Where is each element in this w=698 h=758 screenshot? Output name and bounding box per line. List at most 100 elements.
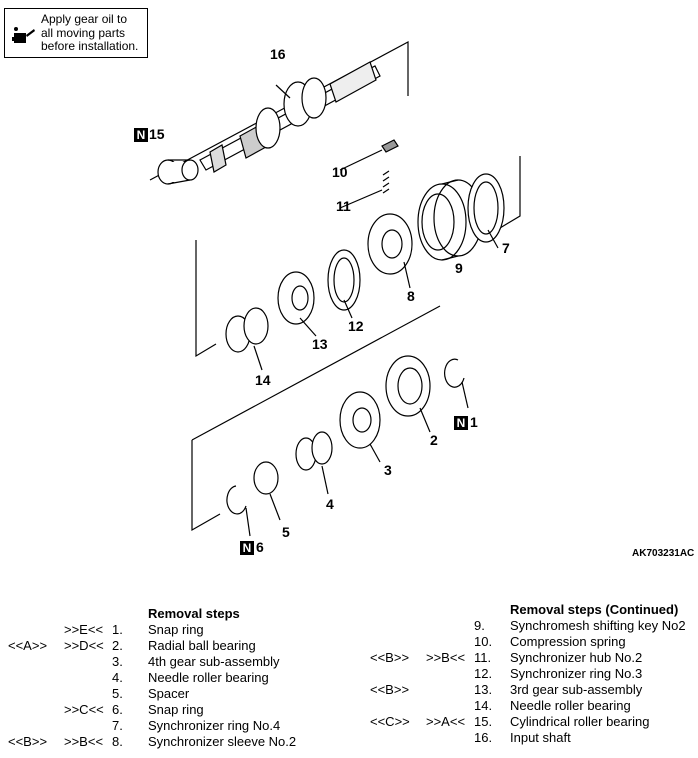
step-row: 10. Compression spring: [370, 634, 694, 650]
n-box-15: N: [134, 128, 148, 142]
callout-3: 3: [384, 462, 392, 478]
step-text: Radial ball bearing: [148, 638, 256, 653]
callout-8: 8: [407, 288, 415, 304]
cylindrical-roller-bearing: [157, 159, 199, 185]
needle-roller-bearing-lower: [295, 431, 333, 495]
step-row: 14. Needle roller bearing: [370, 698, 694, 714]
input-shaft: [199, 61, 381, 173]
group-frame-lower: [191, 305, 441, 532]
callout-9: 9: [455, 260, 463, 276]
step-number: 5.: [112, 686, 123, 701]
step-number: 15.: [474, 714, 493, 729]
step-number: 13.: [474, 682, 493, 697]
step-row: 16. Input shaft: [370, 730, 694, 746]
step-number: 11.: [474, 650, 492, 665]
step-number: 16.: [474, 730, 493, 745]
step-number: 8.: [112, 734, 123, 749]
step-ref-a: <<C>>: [370, 714, 410, 729]
step-text: Synchronizer hub No.2: [510, 650, 643, 665]
callout-4: 4: [326, 496, 334, 512]
step-text: Input shaft: [510, 730, 571, 745]
radial-ball-bearing: [385, 355, 431, 433]
step-number: 9.: [474, 618, 485, 633]
compression-spring: [339, 170, 390, 209]
callout-1: 1: [470, 414, 478, 430]
step-ref-b: >>B<<: [426, 650, 466, 665]
step-row: <<B>> 13. 3rd gear sub-assembly: [370, 682, 694, 698]
n-box-1: N: [454, 416, 468, 430]
step-ref-a: <<B>>: [370, 650, 410, 665]
figure-code: AK703231AC: [632, 548, 695, 559]
synchronizer-ring-no3: [327, 249, 361, 319]
step-row: 5. Spacer: [8, 686, 338, 702]
step-number: 12.: [474, 666, 493, 681]
callout-16: 16: [270, 46, 286, 62]
snap-ring-lower: [226, 485, 251, 537]
step-text: Synchronizer sleeve No.2: [148, 734, 297, 749]
step-row: <<B>> >>B<< 8. Synchronizer sleeve No.2: [8, 734, 338, 750]
step-row: 4. Needle roller bearing: [8, 670, 338, 686]
step-ref-b: >>E<<: [64, 622, 104, 637]
step-text: Compression spring: [510, 634, 626, 649]
step-text: 3rd gear sub-assembly: [510, 682, 643, 697]
step-number: 2.: [112, 638, 123, 653]
removal-steps: Removal steps >>E<< 1. Snap ring <<A>> >…: [8, 606, 338, 750]
step-number: 7.: [112, 718, 123, 733]
spacer: [253, 461, 281, 521]
step-text: Synchronizer ring No.4: [148, 718, 281, 733]
step-row: 7. Synchronizer ring No.4: [8, 718, 338, 734]
n-box-6: N: [240, 541, 254, 555]
step-row: <<C>> >>A<< 15. Cylindrical roller beari…: [370, 714, 694, 730]
synchronizer-hub: [367, 213, 413, 289]
callout-12: 12: [348, 318, 364, 334]
note-text: Apply gear oil to all moving parts befor…: [41, 12, 139, 53]
synchronizer-sleeve: [417, 179, 483, 261]
step-ref-b: >>D<<: [64, 638, 104, 653]
exploded-view-diagram: [149, 40, 521, 537]
callout-13: 13: [312, 336, 328, 352]
step-text: Spacer: [148, 686, 190, 701]
step-ref-b: >>A<<: [426, 714, 466, 729]
removal-steps-continued: Removal steps (Continued) 9. Synchromesh…: [370, 602, 694, 746]
callout-5: 5: [282, 524, 290, 540]
callout-6: 6: [256, 539, 264, 555]
third-gear: [277, 271, 317, 337]
step-text: Snap ring: [148, 622, 204, 637]
step-row: 3. 4th gear sub-assembly: [8, 654, 338, 670]
step-ref-a: <<A>>: [8, 638, 48, 653]
oil-can-icon: [12, 27, 35, 43]
callout-10: 10: [332, 164, 348, 180]
group-frame-upper: [149, 40, 409, 181]
callout-15: 15: [149, 126, 165, 142]
removal-steps-continued-title: Removal steps (Continued): [510, 602, 679, 617]
step-text: Synchromesh shifting key No2: [510, 618, 686, 633]
step-row: 9. Synchromesh shifting key No2: [370, 618, 694, 634]
step-text: Synchronizer ring No.3: [510, 666, 643, 681]
step-text: Needle roller bearing: [148, 670, 269, 685]
callout-2: 2: [430, 432, 438, 448]
callout-11: 11: [336, 198, 351, 214]
step-number: 6.: [112, 702, 123, 717]
group-frame-middle: [195, 156, 521, 358]
step-row: <<A>> >>D<< 2. Radial ball bearing: [8, 638, 338, 654]
step-number: 4.: [112, 670, 123, 685]
step-row: >>E<< 1. Snap ring: [8, 622, 338, 638]
step-row: <<B>> >>B<< 11. Synchronizer hub No.2: [370, 650, 694, 666]
step-number: 14.: [474, 698, 493, 713]
step-ref-a: <<B>>: [8, 734, 48, 749]
synchronizer-ring-no4: [467, 173, 505, 249]
step-text: Needle roller bearing: [510, 698, 631, 713]
step-ref-b: >>C<<: [64, 702, 104, 717]
note-box: Apply gear oil to all moving parts befor…: [4, 8, 148, 58]
needle-roller-bearing-upper: [225, 307, 269, 371]
callout-7: 7: [502, 240, 510, 256]
step-row: 12. Synchronizer ring No.3: [370, 666, 694, 682]
fourth-gear: [339, 391, 381, 463]
callout-14: 14: [255, 372, 271, 388]
step-text: 4th gear sub-assembly: [148, 654, 280, 669]
step-number: 1.: [112, 622, 123, 637]
step-ref-b: >>B<<: [64, 734, 104, 749]
step-number: 10.: [474, 634, 493, 649]
step-text: Cylindrical roller bearing: [510, 714, 650, 729]
removal-steps-title: Removal steps: [148, 606, 240, 621]
